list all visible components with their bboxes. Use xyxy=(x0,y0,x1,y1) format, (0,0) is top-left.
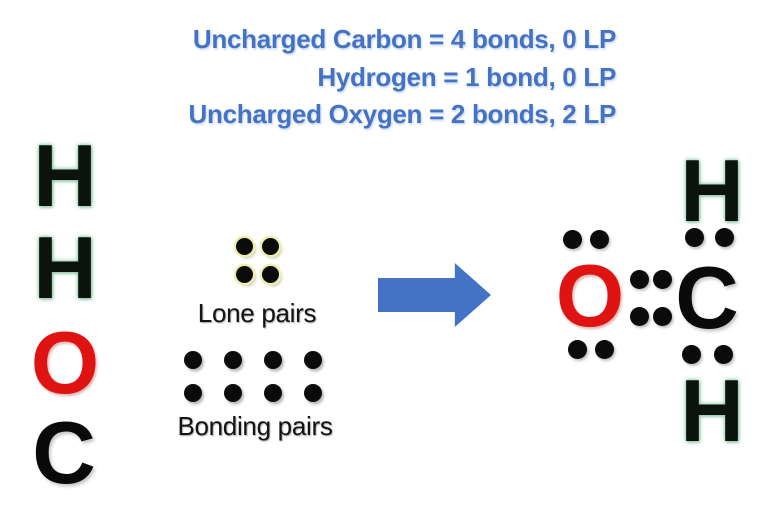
reactant-atom-hydrogen-1: H xyxy=(33,126,97,225)
oxygen-carbon-double-bond-dots xyxy=(630,270,672,326)
electron-dot xyxy=(714,345,733,364)
electron-dot xyxy=(630,307,649,326)
electron-dot xyxy=(304,384,322,402)
hydrogen-carbon-bond-dots xyxy=(685,228,734,247)
electron-dot xyxy=(224,384,242,402)
electron-dot xyxy=(715,228,734,247)
carbon-hydrogen-bond-dots xyxy=(682,345,733,364)
electron-dot xyxy=(568,340,587,359)
molecule-atom-oxygen: O xyxy=(555,246,625,345)
lone-pairs-dot-group xyxy=(236,238,279,283)
rule-carbon: Uncharged Carbon = 4 bonds, 0 LP xyxy=(192,24,616,54)
electron-dot xyxy=(264,384,282,402)
electron-dot xyxy=(184,351,202,369)
rule-hydrogen: Hydrogen = 1 bond, 0 LP xyxy=(317,61,616,92)
electron-dot xyxy=(595,340,614,359)
molecule-atom-hydrogen-top: H xyxy=(680,141,744,240)
reactant-atom-oxygen: O xyxy=(30,313,100,412)
oxygen-bottom-lone-pair-dots xyxy=(568,340,614,359)
oxygen-top-lone-pair-dots xyxy=(563,230,609,249)
bonding-pairs-label: Bonding pairs xyxy=(177,411,333,441)
electron-rules-text: Uncharged Carbon = 4 bonds, 0 LP Hydroge… xyxy=(96,21,617,134)
rule-oxygen: Uncharged Oxygen = 2 bonds, 2 LP xyxy=(188,99,617,129)
electron-dot xyxy=(262,238,279,255)
molecule-atom-hydrogen-bottom: H xyxy=(680,361,744,460)
electron-dot xyxy=(682,345,701,364)
electron-dot xyxy=(224,351,242,369)
electron-dot xyxy=(262,266,279,283)
electron-dot xyxy=(236,238,253,255)
electron-dot xyxy=(264,351,282,369)
molecule-atom-carbon: C xyxy=(675,248,739,347)
electron-dot xyxy=(590,230,609,249)
electron-dot xyxy=(630,270,649,289)
electron-dot xyxy=(184,384,202,402)
bonding-pairs-dot-group xyxy=(184,351,322,402)
reactant-atom-carbon: C xyxy=(32,403,96,502)
electron-dot xyxy=(563,230,582,249)
reactant-atom-hydrogen-2: H xyxy=(33,218,97,317)
electron-dot xyxy=(653,307,672,326)
electron-dot xyxy=(236,266,253,283)
electron-dot xyxy=(685,228,704,247)
lone-pairs-label: Lone pairs xyxy=(197,298,317,328)
electron-dot xyxy=(653,270,672,289)
right-arrow-icon xyxy=(378,263,491,327)
electron-dot xyxy=(304,351,322,369)
